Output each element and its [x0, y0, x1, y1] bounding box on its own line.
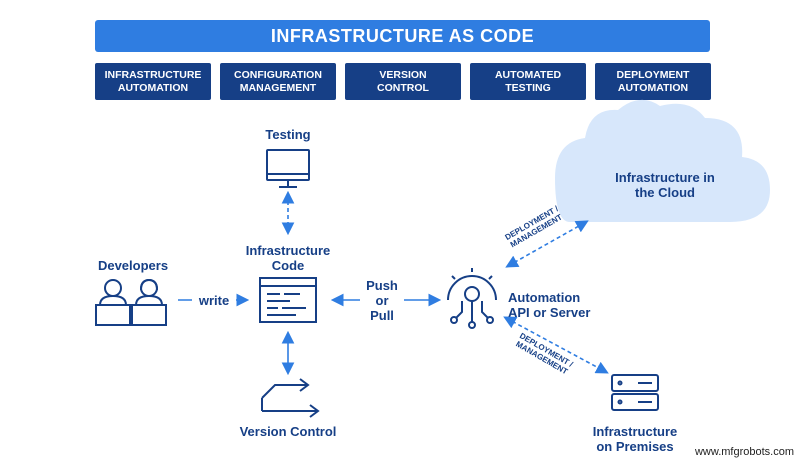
cloud-label: Infrastructure in the Cloud [615, 170, 715, 200]
arrow-automation-premises [503, 316, 609, 374]
title-banner: INFRASTRUCTURE AS CODE [95, 20, 710, 52]
code-window-icon [259, 277, 317, 323]
category-deployment-automation: DEPLOYMENT AUTOMATION [595, 63, 711, 100]
write-label: write [192, 293, 236, 308]
title-text: INFRASTRUCTURE AS CODE [270, 25, 535, 46]
category-configuration-management: CONFIGURATION MANAGEMENT [220, 63, 336, 100]
arrow-automation-cloud [505, 220, 589, 268]
version-control-icon [261, 378, 320, 418]
iac-label: Infrastructure Code [245, 243, 331, 273]
server-icon [611, 374, 659, 411]
category-infrastructure-automation: INFRASTRUCTURE AUTOMATION [95, 63, 211, 100]
version-control-label: Version Control [239, 424, 337, 439]
category-version-control: VERSION CONTROL [345, 63, 461, 100]
developers-label: Developers [97, 258, 169, 273]
developers-icon [95, 278, 167, 326]
testing-label: Testing [265, 127, 311, 142]
monitor-icon [266, 149, 310, 188]
push-pull-label: Push or Pull [360, 278, 404, 323]
premises-label: Infrastructure on Premises [592, 424, 678, 454]
category-automated-testing: AUTOMATED TESTING [470, 63, 586, 100]
automation-label: Automation API or Server [508, 290, 591, 320]
automation-gear-icon [447, 268, 497, 329]
cloud-shape [555, 99, 770, 222]
watermark: www.mfgrobots.com [694, 446, 794, 458]
